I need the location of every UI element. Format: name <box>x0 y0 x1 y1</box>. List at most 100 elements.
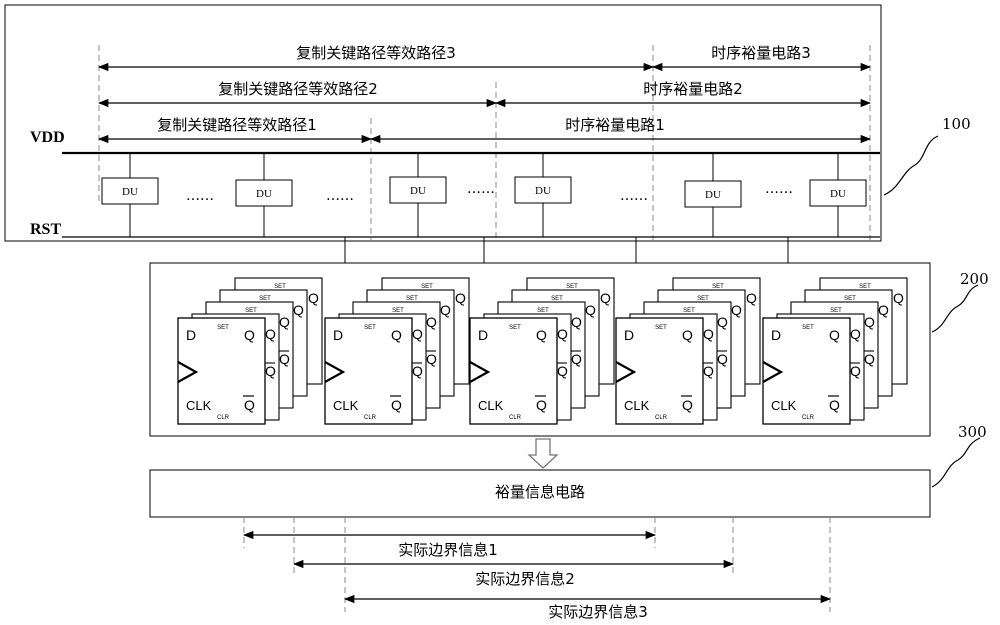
clock-triangle-icon <box>469 361 491 383</box>
du-label: DU <box>122 186 138 198</box>
du-label: DU <box>535 185 551 197</box>
ff-q-label: Q <box>244 327 255 343</box>
ff-qbar-label: Q <box>557 363 568 379</box>
ff-set-label: SET <box>697 296 709 302</box>
span-arrows <box>97 62 872 144</box>
ff-q-label: Q <box>571 314 582 330</box>
du-label: DU <box>705 189 721 201</box>
clock-triangle-icon <box>177 361 199 383</box>
ff-clr-label: CLR <box>655 415 668 421</box>
ff-qbar-label: Q <box>571 351 582 367</box>
clock-triangle-icon <box>615 361 637 383</box>
ff-qbar-label: Q <box>864 351 875 367</box>
ff-set-label: SET <box>655 325 667 331</box>
hollow-down-arrow <box>527 438 559 469</box>
ff-d-label: D <box>186 327 196 343</box>
ref-200-leader <box>931 284 979 333</box>
ff-q-label: Q <box>600 290 611 306</box>
ff-q-label: Q <box>703 326 714 342</box>
ellipsis: …… <box>765 181 793 197</box>
ff-set-label: SET <box>509 325 521 331</box>
ff-set-label: SET <box>566 284 578 290</box>
ff-q-label: Q <box>265 326 276 342</box>
du-cell: DU <box>684 153 742 237</box>
ff-qbar-label: Q <box>536 397 547 413</box>
ellipsis: …… <box>467 181 495 197</box>
ff-set-label: SET <box>392 308 404 314</box>
ff-qbar-label: Q <box>850 363 861 379</box>
ff-qbar-label: Q <box>265 363 276 379</box>
ref-300: 300 <box>958 423 987 441</box>
flip-flop-stack: SETQSETQSETQQSETQQDQCLKQSETCLR <box>469 277 615 425</box>
path3-label: 复制关键路径等效路径3 <box>296 44 456 62</box>
ff-q-label: Q <box>717 314 728 330</box>
ff-qbar-label: Q <box>829 397 840 413</box>
ff-clr-label: CLR <box>364 415 377 421</box>
boundary2-label: 实际边界信息2 <box>475 570 575 588</box>
path2-label: 复制关键路径等效路径2 <box>218 80 378 98</box>
ff-q-label: Q <box>426 314 437 330</box>
ff-set-label: SET <box>259 296 271 302</box>
info-block-300 <box>149 469 931 518</box>
ff-set-label: SET <box>245 308 257 314</box>
info-block-label: 裕量信息电路 <box>495 483 585 501</box>
ff-set-label: SET <box>859 284 871 290</box>
path1-label: 复制关键路径等效路径1 <box>157 116 317 134</box>
flip-flop-stack: SETQSETQSETQQSETQQDQCLKQSETCLR <box>177 277 323 425</box>
ff-q-label: Q <box>293 302 304 318</box>
du-label: DU <box>830 188 846 200</box>
flip-flop-array: SETQSETQSETQQSETQQDQCLKQSETCLRSETQSETQSE… <box>177 277 908 425</box>
flip-flop-stack: SETQSETQSETQQSETQQDQCLKQSETCLR <box>615 277 761 425</box>
ff-qbar-label: Q <box>426 351 437 367</box>
ellipsis: …… <box>326 188 354 204</box>
ff-d-label: D <box>333 327 343 343</box>
ff-qbar-label: Q <box>703 363 714 379</box>
ff-q-label: Q <box>557 326 568 342</box>
ff-set-label: SET <box>830 308 842 314</box>
ff-q-label: Q <box>850 326 861 342</box>
ff-qbar-label: Q <box>682 397 693 413</box>
du-cells: DU DU DU DU DU <box>101 153 867 237</box>
block-200-frame <box>149 262 931 437</box>
ff-set-label: SET <box>683 308 695 314</box>
ff-set-label: SET <box>712 284 724 290</box>
vdd-label: VDD <box>30 129 65 146</box>
ff-clr-label: CLR <box>217 415 230 421</box>
clock-triangle-icon <box>762 361 784 383</box>
ff-set-label: SET <box>537 308 549 314</box>
ff-q-label: Q <box>878 302 889 318</box>
margin3-label: 时序裕量电路3 <box>711 44 811 62</box>
ff-q-label: Q <box>536 327 547 343</box>
ellipsis-group: …… …… …… …… …… <box>186 181 793 204</box>
ff-q-label: Q <box>412 326 423 342</box>
ff-q-label: Q <box>864 314 875 330</box>
ff-set-label: SET <box>421 284 433 290</box>
ff-q-label: Q <box>731 302 742 318</box>
ff-qbar-label: Q <box>717 351 728 367</box>
ff-set-label: SET <box>844 296 856 302</box>
ff-d-label: D <box>771 327 781 343</box>
ff-q-label: Q <box>893 290 904 306</box>
rst-label: RST <box>30 221 61 238</box>
ff-qbar-label: Q <box>279 351 290 367</box>
ff-d-label: D <box>478 327 488 343</box>
du-cell: DU <box>809 153 867 237</box>
boundary1-label: 实际边界信息1 <box>398 541 498 559</box>
ff-q-label: Q <box>308 290 319 306</box>
du-label: DU <box>410 185 426 197</box>
ff-q-label: Q <box>682 327 693 343</box>
ff-clr-label: CLR <box>802 415 815 421</box>
ff-q-label: Q <box>746 290 757 306</box>
ff-clk-label: CLK <box>478 398 504 413</box>
ff-set-label: SET <box>802 325 814 331</box>
dashed-guides <box>98 45 871 240</box>
ff-qbar-label: Q <box>412 363 423 379</box>
ff-q-label: Q <box>455 290 466 306</box>
ff-clk-label: CLK <box>771 398 797 413</box>
ff-set-label: SET <box>217 325 229 331</box>
ff-qbar-label: Q <box>244 397 255 413</box>
